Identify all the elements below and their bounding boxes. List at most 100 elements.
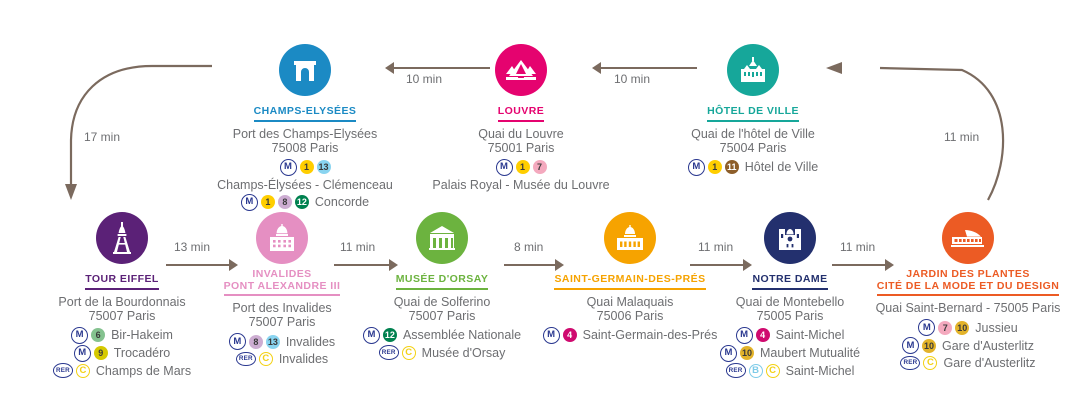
- line-bullet-11: 11: [724, 160, 739, 174]
- arrow-notre-dame-to-jardin: [832, 253, 894, 277]
- address-line: Port de la Bourdonnais: [58, 294, 186, 309]
- transit-line-station-name: Trocadéro: [113, 346, 171, 360]
- metro-logo-icon: M: [495, 158, 513, 176]
- line-bullet-8: 8: [248, 334, 263, 349]
- louvre-pyramid-icon: [495, 44, 547, 96]
- transit-line-station-name: Saint-Michel: [775, 328, 845, 342]
- rer-logo-icon: RER: [725, 363, 746, 378]
- address-line: Quai de l'hôtel de Ville: [691, 126, 815, 141]
- transit-line-station-name: Invalides: [278, 352, 329, 366]
- line-bullet-10: 10: [739, 346, 754, 360]
- connection-name: Palais Royal - Musée du Louvre: [432, 177, 610, 192]
- line-bullet-6: 6: [91, 328, 106, 342]
- rer-line-bullet-C: C: [258, 352, 273, 366]
- duration-label-13min: 13 min: [174, 240, 211, 254]
- station-name: SAINT-GERMAIN-DES-PRÉS: [554, 273, 706, 290]
- arrow-head: [389, 259, 398, 271]
- address-line: Quai de Montebello: [735, 294, 845, 309]
- station-name: TOUR EIFFEL: [85, 273, 159, 290]
- arrow-louvre-to-champs-elysees: [385, 56, 490, 80]
- duration-label-11min-c: 11 min: [840, 240, 876, 254]
- transit-line-station-name: Assemblée Nationale: [402, 328, 522, 342]
- transit-line-station-name: Bir-Hakeim: [111, 328, 173, 342]
- arrow-shaft: [600, 67, 697, 69]
- left-curve-arrowhead: [65, 184, 77, 200]
- arrow-hotel-de-ville-to-louvre: [592, 56, 697, 80]
- address-line: 75001 Paris: [487, 140, 555, 155]
- metro-logo-icon: M: [279, 158, 297, 176]
- arrow-saint-germain-to-notre-dame: [690, 253, 752, 277]
- address-line: 75007 Paris: [88, 308, 156, 323]
- rer-logo-icon: RER: [900, 355, 921, 371]
- line-bullet-4: 4: [755, 328, 770, 342]
- transit-line-station-name: Concorde: [314, 195, 370, 209]
- line-bullet-1: 1: [260, 195, 275, 209]
- line-bullet-4: 4: [562, 328, 577, 342]
- station-name: LOUVRE: [497, 105, 545, 122]
- metro-logo-icon: M: [719, 344, 737, 362]
- station-name: MUSÉE D'ORSAY: [395, 273, 489, 290]
- transit-line-station-name: Musée d'Orsay: [421, 345, 506, 360]
- address-line: 75007 Paris: [408, 308, 476, 323]
- duration-label-10min-b: 10 min: [614, 72, 651, 86]
- transit-line-station-name: Jussieu: [975, 320, 1018, 335]
- line-bullet-1: 1: [515, 160, 530, 174]
- invalides-dome-icon: [256, 212, 308, 264]
- address-line: Quai de Solferino: [393, 294, 491, 309]
- station-name: CHAMPS-ELYSÉES: [253, 105, 357, 122]
- arrow-shaft: [690, 264, 744, 266]
- arrow-head: [592, 62, 601, 74]
- connection-label: Champs-Élysées - Clémenceau: [190, 177, 420, 193]
- arc-de-triomphe-icon: [279, 44, 331, 96]
- line-bullet-13: 13: [265, 334, 280, 349]
- duration-label-10min-a: 10 min: [406, 72, 443, 86]
- right-curve-arrowhead: [826, 62, 842, 74]
- arrow-head: [555, 259, 564, 271]
- line-bullet-7: 7: [938, 320, 953, 335]
- transit-line-station-name: Saint-Germain-des-Prés: [582, 328, 718, 342]
- transit-line-station-name: Hôtel de Ville: [744, 160, 819, 174]
- arrow-shaft: [166, 264, 230, 266]
- address-line: Quai du Louvre: [478, 126, 564, 141]
- metro-logo-icon: M: [918, 319, 936, 336]
- arrow-shaft: [334, 264, 390, 266]
- notre-dame-icon: [764, 212, 816, 264]
- address-line: Port des Champs-Elysées: [232, 126, 378, 141]
- line-bullet-10: 10: [955, 320, 970, 335]
- transit-line-station-name: Gare d'Austerlitz: [943, 356, 1036, 370]
- metro-logo-icon: M: [240, 193, 258, 211]
- rer-line-bullet-C: C: [401, 345, 416, 360]
- connection-name: Champs-Élysées - Clémenceau: [217, 177, 393, 192]
- line-bullet-8: 8: [277, 195, 292, 209]
- metro-logo-icon: M: [735, 326, 753, 344]
